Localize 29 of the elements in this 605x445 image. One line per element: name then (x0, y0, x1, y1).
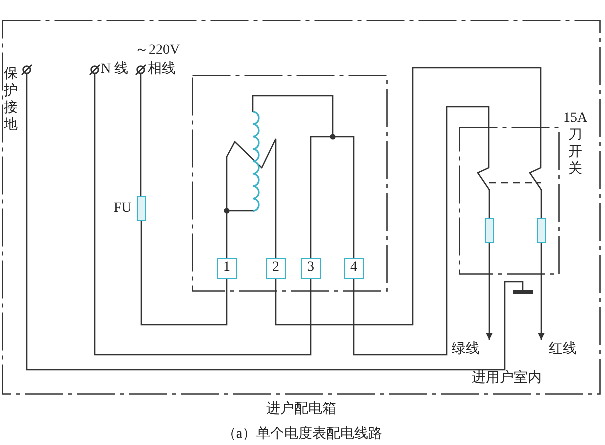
terminal-box: 1 (217, 258, 237, 279)
box-title: 进户配电箱 (266, 401, 338, 418)
wire-label: 红线 (549, 341, 577, 358)
switch-label: 15A刀开关 (563, 110, 588, 178)
terminal-label: N 线 (101, 61, 129, 78)
fuse-symbol (137, 196, 146, 221)
terminal-box: 2 (266, 258, 286, 279)
wire (353, 106, 490, 356)
wire-label: 绿线 (452, 341, 480, 358)
fuse-label: FU (114, 200, 132, 217)
wire-arrow (486, 243, 493, 340)
destination-label: 进用户室内 (472, 370, 542, 387)
terminal-label: 保护接地 (3, 66, 19, 134)
wire (26, 74, 524, 371)
terminal-box: 3 (301, 258, 321, 279)
voltage-label: ～220V (135, 42, 180, 59)
fuse-symbol (537, 218, 546, 243)
caption: （a）单个电度表配电线路 (221, 426, 384, 443)
wire (94, 74, 312, 356)
wire (275, 67, 542, 326)
terminal-label: 相线 (148, 61, 176, 78)
wire (310, 136, 355, 258)
ground-bar (513, 290, 533, 294)
wire-arrow (538, 243, 545, 340)
wire (226, 138, 277, 258)
wire (140, 221, 228, 326)
wire (140, 74, 142, 196)
terminal-box: 4 (344, 258, 364, 279)
fuse-symbol (485, 218, 494, 243)
